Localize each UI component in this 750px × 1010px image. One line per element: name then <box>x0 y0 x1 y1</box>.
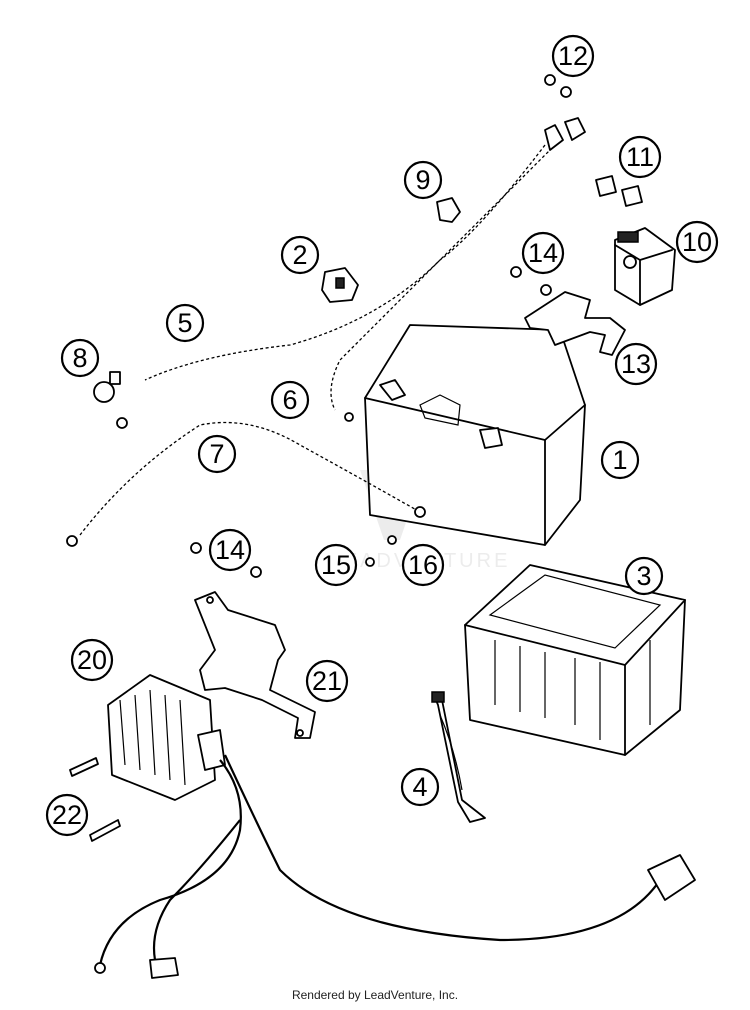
relay-bracket <box>524 291 626 356</box>
svg-text:4: 4 <box>412 772 427 802</box>
callout-10[interactable]: 10 <box>675 220 719 264</box>
callout-4[interactable]: 4 <box>400 767 440 807</box>
fuses <box>595 175 643 207</box>
svg-text:11: 11 <box>626 142 654 172</box>
callout-16[interactable]: 16 <box>401 543 445 587</box>
callout-15[interactable]: 15 <box>314 543 358 587</box>
battery-box <box>464 564 686 756</box>
callout-3[interactable]: 3 <box>624 556 664 596</box>
svg-text:8: 8 <box>72 343 87 373</box>
svg-text:14: 14 <box>528 238 558 268</box>
fuse-holder <box>321 267 359 303</box>
starter-relay <box>614 227 676 306</box>
svg-text:1: 1 <box>612 445 627 475</box>
callout-2[interactable]: 2 <box>280 235 320 275</box>
svg-text:21: 21 <box>312 666 342 696</box>
svg-text:6: 6 <box>282 385 297 415</box>
screws-14-upper <box>510 266 552 296</box>
callout-14-lower[interactable]: 14 <box>208 528 252 572</box>
cables <box>66 117 586 547</box>
callout-11[interactable]: 11 <box>618 135 662 179</box>
svg-text:22: 22 <box>52 800 82 830</box>
regulator-bracket <box>194 591 316 739</box>
bolts-22 <box>69 757 121 842</box>
svg-text:3: 3 <box>636 561 651 591</box>
callout-12[interactable]: 12 <box>551 34 595 78</box>
callout-8[interactable]: 8 <box>60 338 100 378</box>
svg-text:2: 2 <box>292 240 307 270</box>
svg-text:9: 9 <box>415 165 430 195</box>
svg-text:12: 12 <box>558 41 588 71</box>
callout-1[interactable]: 1 <box>600 440 640 480</box>
callout-9[interactable]: 9 <box>403 160 443 200</box>
svg-text:5: 5 <box>177 308 192 338</box>
regulator-harness <box>94 754 696 979</box>
callout-14-upper[interactable]: 14 <box>521 231 565 275</box>
svg-text:13: 13 <box>621 349 651 379</box>
screws-12 <box>544 74 572 98</box>
callout-20[interactable]: 20 <box>70 638 114 682</box>
battery-strap <box>431 691 486 823</box>
svg-text:15: 15 <box>321 550 351 580</box>
svg-text:20: 20 <box>77 645 107 675</box>
svg-text:10: 10 <box>682 227 712 257</box>
voltage-regulator <box>107 674 226 801</box>
footer-credit: Rendered by LeadVenture, Inc. <box>291 988 459 1002</box>
callout-7[interactable]: 7 <box>197 434 237 474</box>
svg-text:16: 16 <box>408 550 438 580</box>
screws-14-lower <box>190 542 262 578</box>
svg-text:14: 14 <box>215 535 245 565</box>
svg-text:7: 7 <box>209 439 224 469</box>
callout-21[interactable]: 21 <box>305 659 349 703</box>
nuts-15-16 <box>365 535 397 567</box>
callout-6[interactable]: 6 <box>270 380 310 420</box>
callout-13[interactable]: 13 <box>614 342 658 386</box>
callout-5[interactable]: 5 <box>165 303 205 343</box>
bulb <box>93 371 121 403</box>
terminal-cap <box>436 197 461 223</box>
callout-22[interactable]: 22 <box>45 793 89 837</box>
battery <box>364 324 586 546</box>
